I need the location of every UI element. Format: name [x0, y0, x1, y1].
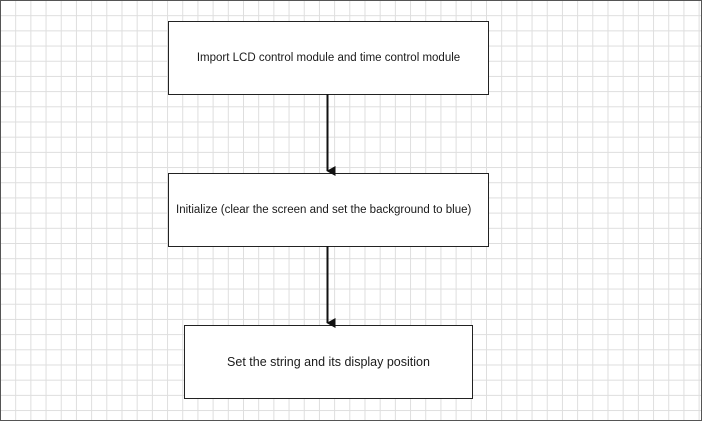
flow-step-set-string: Set the string and its display position: [184, 325, 473, 399]
flow-step-label: Import LCD control module and time contr…: [196, 52, 461, 64]
flow-step-initialize: Initialize (clear the screen and set the…: [168, 173, 489, 247]
flow-step-label: Set the string and its display position: [227, 355, 430, 369]
flow-step-label: Initialize (clear the screen and set the…: [176, 204, 472, 216]
flow-step-import-modules: Import LCD control module and time contr…: [168, 21, 489, 95]
